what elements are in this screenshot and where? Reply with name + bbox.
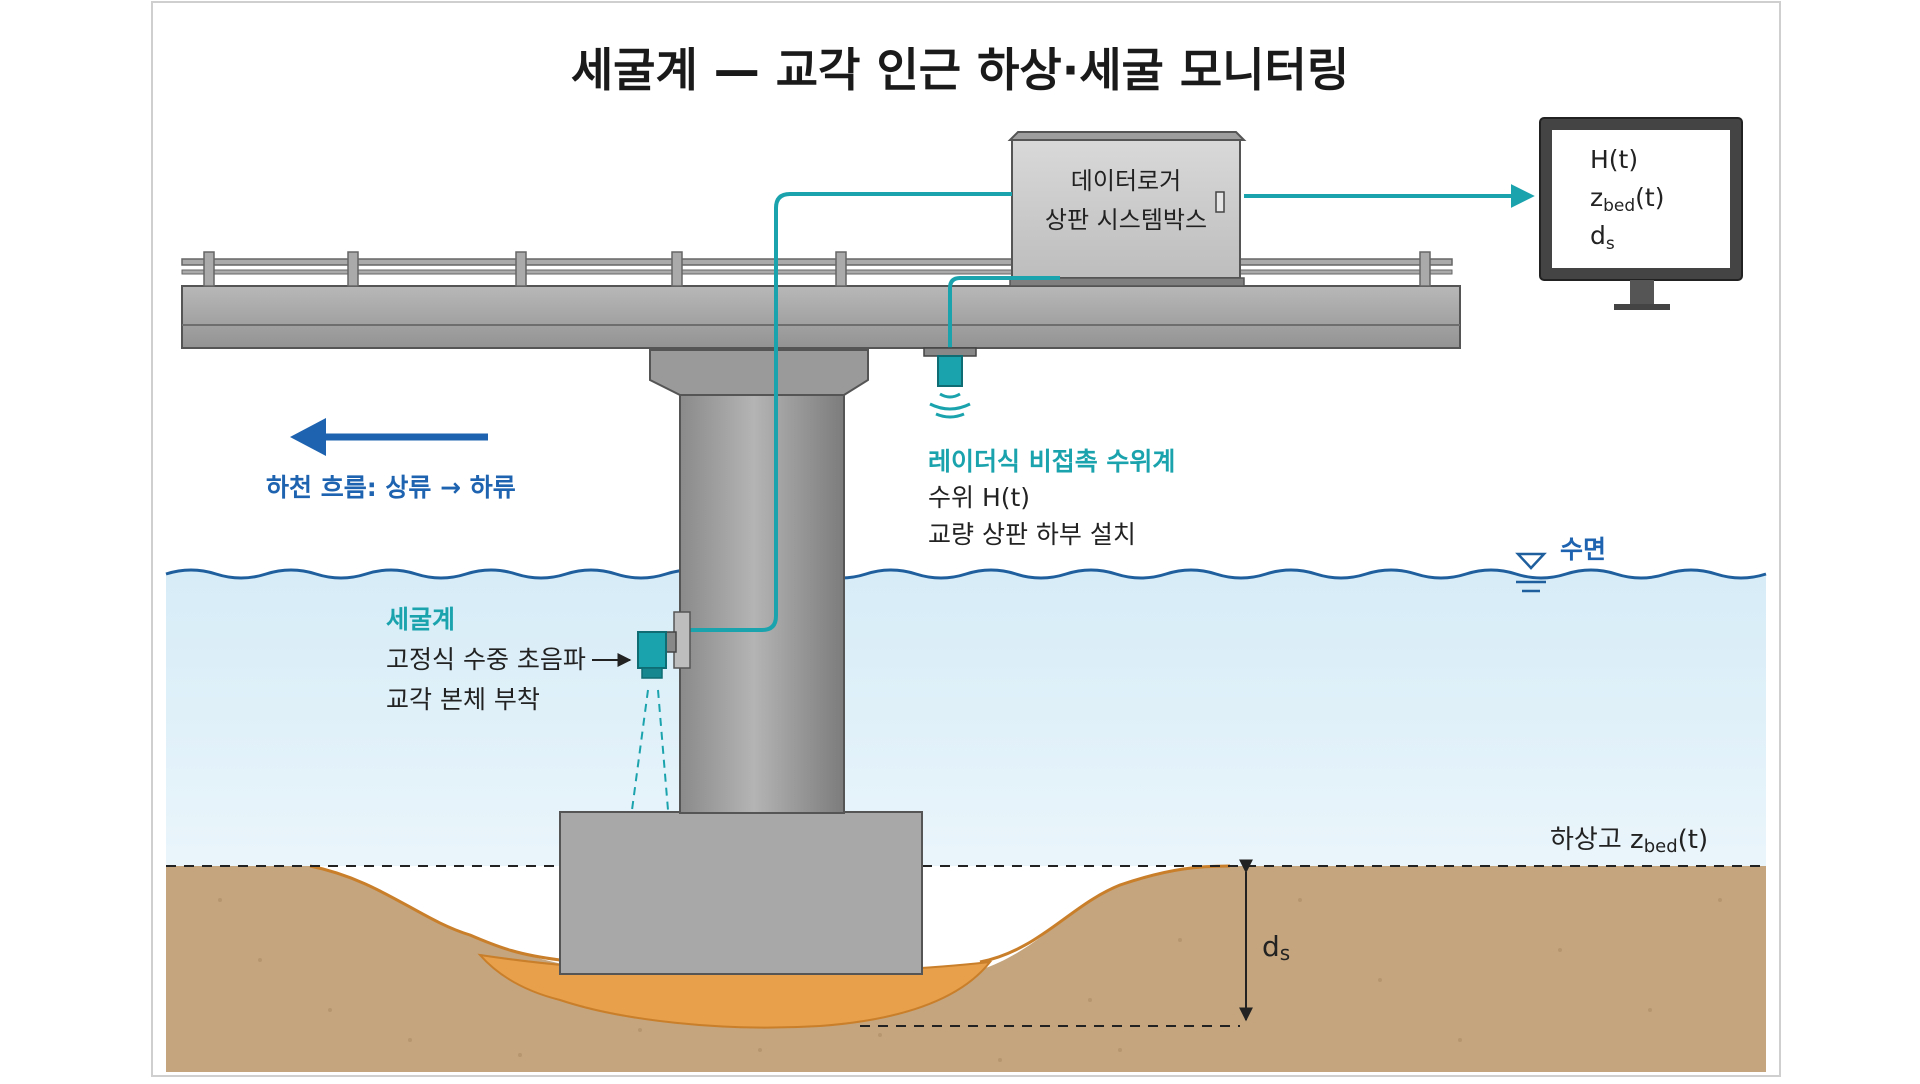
radar-title: 레이더식 비접촉 수위계 (928, 447, 1175, 476)
radar-sensor (923, 347, 977, 419)
radar-line1: 수위 H(t) (928, 483, 1030, 512)
monitor-ds-label: ds (1590, 221, 1615, 254)
radar-wave-2 (935, 412, 965, 419)
logger-label-line2: 상판 시스템박스 (1045, 206, 1207, 234)
ultrasonic-beam-left (631, 689, 649, 811)
scour-meter-line1: 고정식 수중 초음파 (386, 645, 586, 674)
flow-label: 하천 흐름: 상류 → 하류 (266, 473, 516, 502)
cable-to-scour-meter (690, 192, 1012, 632)
monitor-zbed-label: zbed(t) (1590, 183, 1664, 216)
box-latch (1215, 191, 1225, 213)
logger-label-line1: 데이터로거 (1071, 167, 1181, 195)
scour-meter-line2: 교각 본체 부착 (386, 685, 540, 714)
ultrasonic-beam-right (657, 689, 669, 811)
scour-profile-line (309, 864, 1231, 964)
scour-meter-title: 세굴계 (386, 605, 455, 634)
pier-footing (559, 811, 923, 975)
radar-line2: 교량 상판 하부 설치 (928, 520, 1136, 549)
radar-wave-1 (929, 402, 971, 411)
river-water (165, 568, 1767, 866)
scour-depth-label: ds (1262, 930, 1290, 965)
scour-meter-sensor (631, 611, 691, 811)
flow-direction-arrow (290, 418, 488, 456)
water-surface-symbol (1515, 552, 1547, 593)
monitor-h-label: H(t) (1590, 145, 1638, 174)
soil-texture (218, 898, 1722, 1062)
bridge-deck (181, 285, 1461, 349)
radar-wave-0 (939, 392, 961, 399)
water-surface-label: 수면 (1560, 535, 1606, 564)
data-logger-box: 데이터로거 상판 시스템박스 (1007, 131, 1247, 287)
page-title: 세굴계 — 교각 인근 하상·세굴 모니터링 (571, 43, 1349, 97)
bed-level-label: 하상고 zbed(t) (1550, 825, 1708, 857)
monitor-display: H(t) zbed(t) ds (1539, 117, 1743, 310)
pier-cap (649, 349, 869, 396)
pier-column (679, 394, 845, 814)
water-surface-line (165, 568, 1767, 580)
bridge-railing (181, 251, 1453, 287)
riverbed-soil (166, 866, 1766, 1072)
cable-to-radar (948, 276, 1060, 352)
